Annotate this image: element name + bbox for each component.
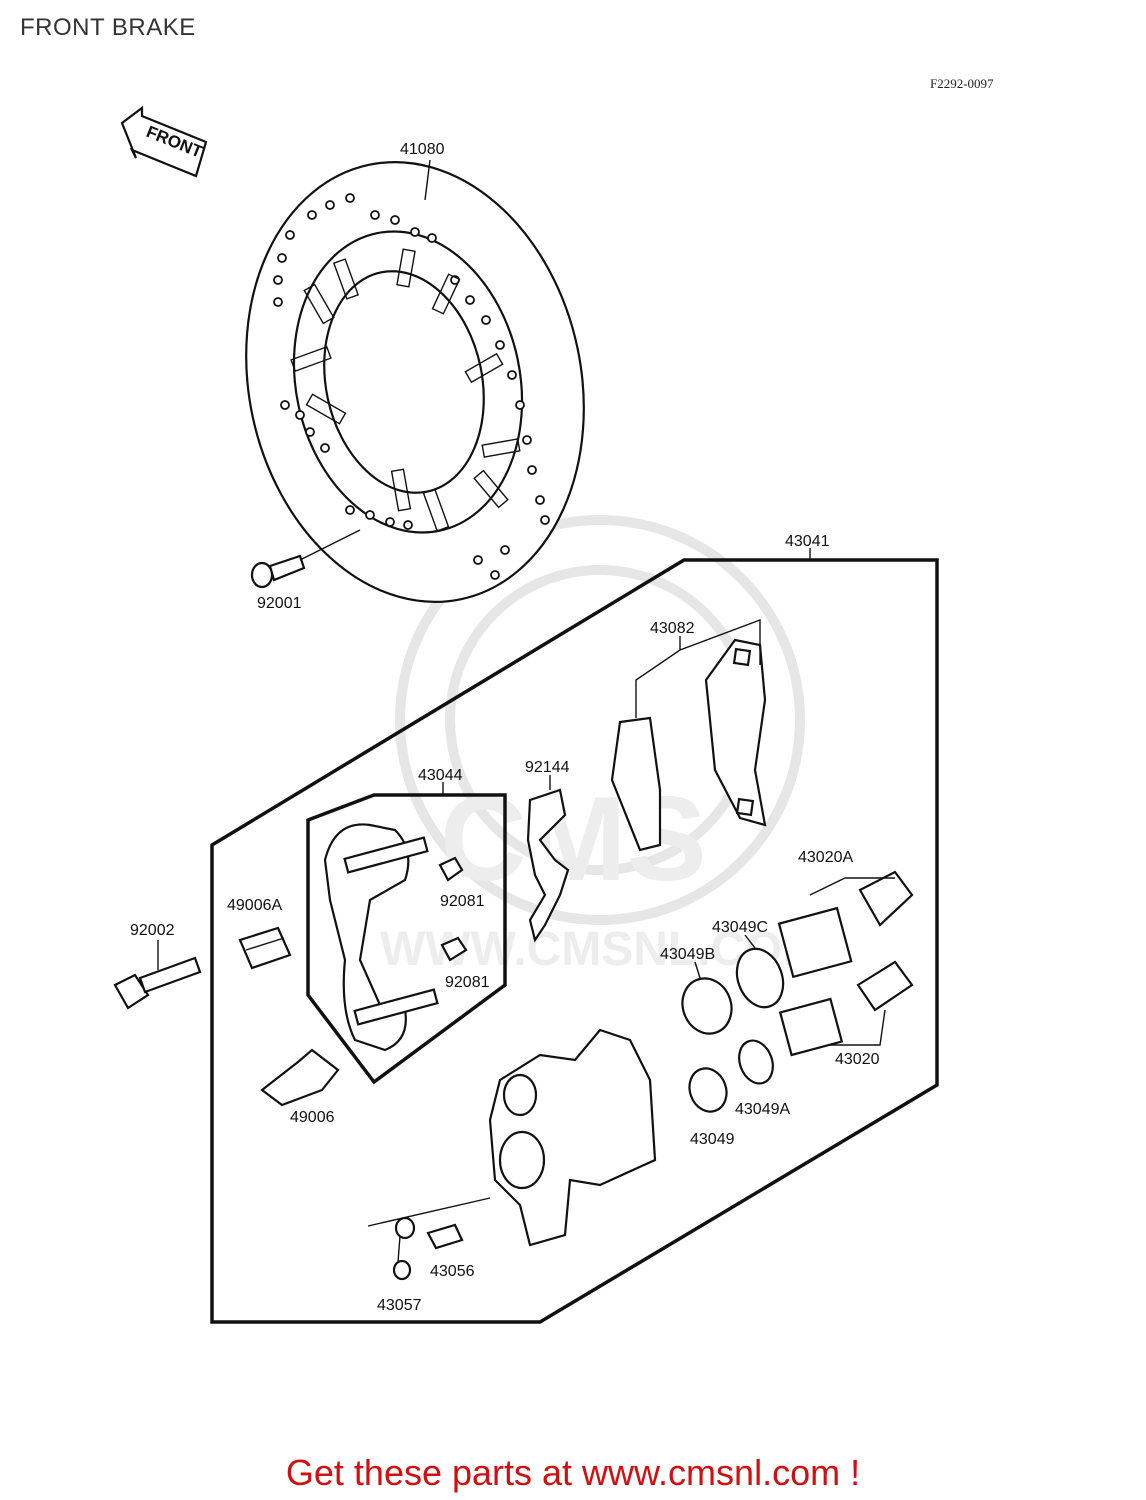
label-43082[interactable]: 43082 [650,620,695,637]
watermark-text: CMS [440,772,707,906]
label-43057[interactable]: 43057 [377,1297,422,1314]
clip-lower[interactable] [440,936,468,962]
label-43020a[interactable]: 43020A [798,849,853,866]
label-92081-lower[interactable]: 92081 [445,974,490,991]
label-43049[interactable]: 43049 [690,1131,735,1148]
seal-a[interactable] [733,1036,778,1088]
label-43049b[interactable]: 43049B [660,946,715,963]
label-43044[interactable]: 43044 [418,767,463,784]
label-92081-upper[interactable]: 92081 [440,893,485,910]
footer-link[interactable]: Get these parts at www.cmsnl.com ! [285,1452,861,1493]
label-43020[interactable]: 43020 [835,1051,880,1068]
disc-bolt[interactable] [250,529,361,589]
clip-upper[interactable] [438,856,464,882]
caliper-holder[interactable] [306,782,507,1085]
caliper-body[interactable] [488,1028,657,1247]
seal-c[interactable] [729,934,791,1014]
page-title: FRONT BRAKE [20,14,196,41]
parts-diagram: CMS WWW.CMSNL.COM FRONT [113,105,939,1324]
piston-small[interactable] [778,960,914,1057]
label-49006a[interactable]: 49006A [227,897,282,914]
holder-boot-a[interactable] [238,926,292,970]
label-43049c[interactable]: 43049C [712,919,768,936]
seal-b[interactable] [675,961,739,1041]
label-43056[interactable]: 43056 [430,1263,475,1280]
label-43049a[interactable]: 43049A [735,1101,790,1118]
brake-pads[interactable] [610,618,767,852]
label-49006[interactable]: 49006 [290,1109,335,1126]
front-arrow-icon: FRONT [120,105,208,178]
caliper-assembly-outline [210,558,939,1324]
bleeder-valve[interactable] [426,1223,464,1250]
holder-boot[interactable] [260,1048,340,1107]
pad-spring[interactable] [526,775,570,943]
caliper-bolt[interactable] [113,940,202,1010]
brake-disc[interactable] [206,130,623,633]
piston-large[interactable] [777,870,914,979]
label-92001[interactable]: 92001 [257,595,302,612]
label-41080[interactable]: 41080 [400,141,445,158]
seal[interactable] [684,1063,733,1117]
label-92144[interactable]: 92144 [525,759,570,776]
diagram-code: F2292-0097 [930,76,994,91]
bleeder-cap[interactable] [367,1197,491,1281]
label-92002[interactable]: 92002 [130,922,175,939]
label-43041[interactable]: 43041 [785,533,830,550]
